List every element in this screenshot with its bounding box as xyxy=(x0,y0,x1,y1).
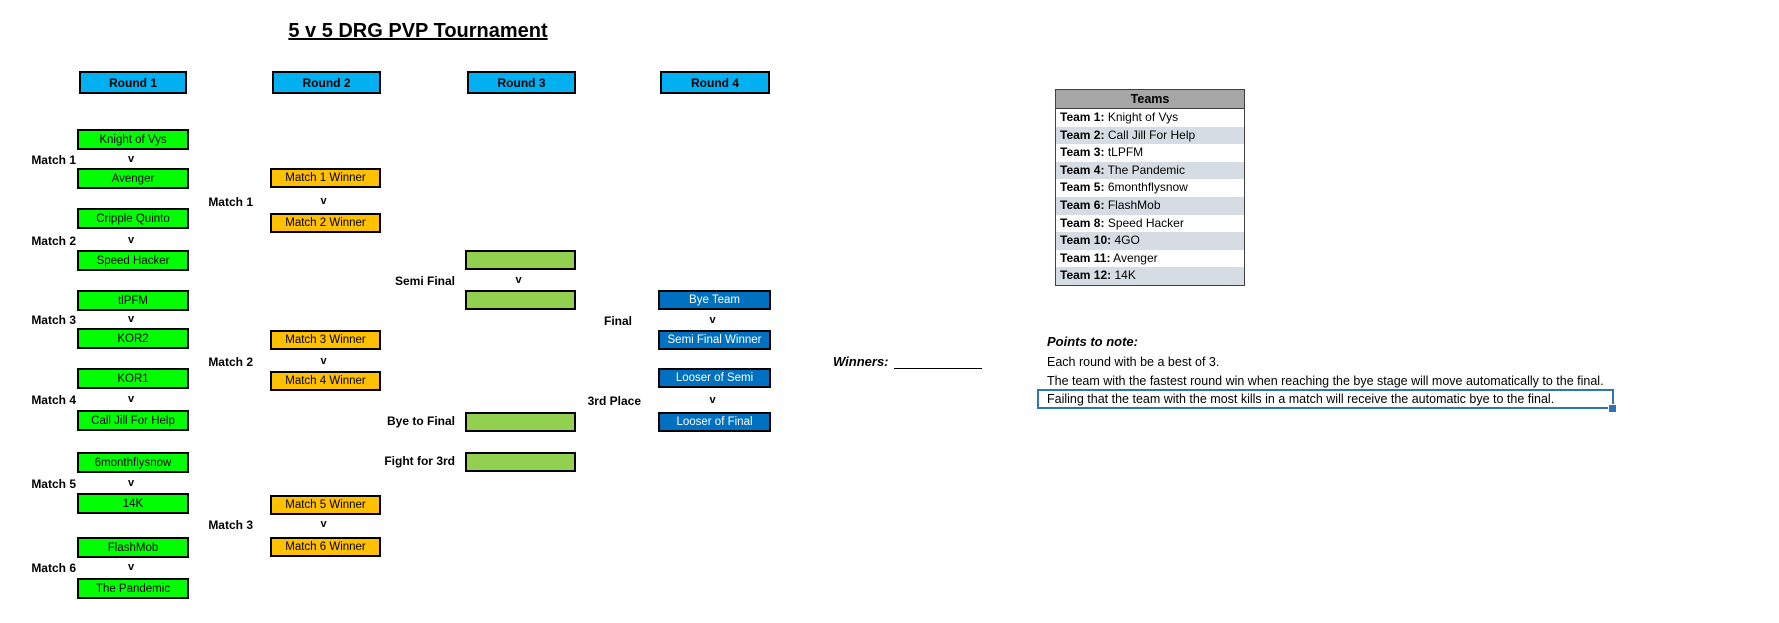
team-row-name: 6monthflysnow xyxy=(1107,180,1188,195)
third-place-label: 3rd Place xyxy=(587,394,641,408)
semi-final-label: Semi Final xyxy=(394,274,455,288)
team-row-name: 14K xyxy=(1114,268,1136,283)
r1-m5-team-top: 6monthflysnow xyxy=(77,452,189,473)
team-row-name: FlashMob xyxy=(1107,197,1161,212)
final-versus: v xyxy=(709,314,716,326)
fight-for-3rd-label: Fight for 3rd xyxy=(384,454,455,468)
r2-m2-winner-top: Match 3 Winner xyxy=(270,330,381,350)
r1-m4-team-bottom: Call Jill For Help xyxy=(77,410,189,431)
r2-m3-winner-bottom: Match 6 Winner xyxy=(270,537,381,557)
team-row-3: Team 3: tLPFM xyxy=(1056,144,1244,162)
round-2-header: Round 2 xyxy=(272,71,381,94)
r1-match2-label: Match 2 xyxy=(31,234,76,248)
team-row-5: Team 5: 6monthflysnow xyxy=(1056,179,1244,197)
r1-match3-label: Match 3 xyxy=(31,313,76,327)
team-row-name: 4GO xyxy=(1114,233,1140,248)
r1-match5-label: Match 5 xyxy=(31,477,76,491)
team-row-name: The Pandemic xyxy=(1107,162,1185,177)
bye-to-final-label: Bye to Final xyxy=(386,414,455,428)
r1-m3-team-top: tlPFM xyxy=(77,290,189,311)
team-row-1: Team 1: Knight of Vys xyxy=(1056,109,1244,127)
team-row-10: Team 10: 4GO xyxy=(1056,232,1244,250)
r1-match4-label: Match 4 xyxy=(31,393,76,407)
r1-m1-team-top: Knight of Vys xyxy=(77,129,189,150)
team-row-label: Team 11: xyxy=(1060,250,1111,265)
r2-match1-label: Match 1 xyxy=(208,195,253,209)
r1-m6-versus: v xyxy=(127,561,135,573)
selected-cell-outline[interactable] xyxy=(1037,389,1614,409)
semi-final-versus: v xyxy=(515,274,522,286)
third-looser-of-semi-box: Looser of Semi xyxy=(658,368,771,388)
r1-m4-team-top: KOR1 xyxy=(77,368,189,389)
teams-table: Teams Team 1: Knight of Vys Team 2: Call… xyxy=(1055,89,1245,286)
note-line-3: Failing that the team with the most kill… xyxy=(1047,392,1555,406)
third-looser-of-final-box: Looser of Final xyxy=(658,412,771,432)
r2-m1-winner-bottom: Match 2 Winner xyxy=(270,213,381,233)
bye-to-final-slot[interactable] xyxy=(465,412,576,432)
r2-match2-label: Match 2 xyxy=(208,355,253,369)
r1-m2-versus: v xyxy=(127,234,135,246)
r2-m3-winner-top: Match 5 Winner xyxy=(270,495,381,515)
page-title: 5 v 5 DRG PVP Tournament xyxy=(288,20,548,42)
semi-final-slot-top[interactable] xyxy=(465,250,576,270)
selection-fill-handle[interactable] xyxy=(1608,404,1617,413)
team-row-name: Speed Hacker xyxy=(1107,215,1184,230)
r1-m6-team-top: FlashMob xyxy=(77,537,189,558)
points-to-note-heading: Points to note: xyxy=(1047,334,1138,349)
team-row-name: tLPFM xyxy=(1107,145,1144,160)
final-semi-winner-box: Semi Final Winner xyxy=(658,330,771,350)
fight-for-3rd-slot[interactable] xyxy=(465,452,576,472)
final-label: Final xyxy=(603,314,632,328)
team-row-4: Team 4: The Pandemic xyxy=(1056,161,1244,180)
team-row-label: Team 3: xyxy=(1060,145,1105,160)
r2-m2-versus: v xyxy=(320,355,327,367)
winners-blank-line[interactable] xyxy=(894,368,982,369)
team-row-6: Team 6: FlashMob xyxy=(1056,196,1244,215)
r1-m4-versus: v xyxy=(127,393,135,405)
r1-match6-label: Match 6 xyxy=(31,561,76,575)
teams-table-header: Teams xyxy=(1056,90,1244,109)
r2-m2-winner-bottom: Match 4 Winner xyxy=(270,371,381,391)
team-row-8: Team 8: Speed Hacker xyxy=(1056,215,1244,233)
team-row-label: Team 5: xyxy=(1060,180,1105,195)
round-1-header: Round 1 xyxy=(79,71,187,94)
r2-m1-versus: v xyxy=(320,195,327,207)
round-4-header: Round 4 xyxy=(660,71,770,94)
r1-m5-versus: v xyxy=(127,477,135,489)
r1-m3-team-bottom: KOR2 xyxy=(77,328,189,349)
team-row-11: Team 11: Avenger xyxy=(1056,250,1244,268)
r2-m3-versus: v xyxy=(320,518,327,530)
team-row-label: Team 6: xyxy=(1060,197,1105,212)
team-row-label: Team 12: xyxy=(1060,268,1112,283)
r2-m1-winner-top: Match 1 Winner xyxy=(270,168,381,188)
team-row-label: Team 1: xyxy=(1060,110,1105,124)
r1-m6-team-bottom: The Pandemic xyxy=(77,578,189,599)
r1-m1-team-bottom: Avenger xyxy=(77,168,189,189)
team-row-label: Team 8: xyxy=(1060,215,1105,230)
note-line-2: The team with the fastest round win when… xyxy=(1047,374,1604,388)
r1-m1-versus: v xyxy=(127,153,135,165)
winners-label: Winners: xyxy=(833,354,889,369)
team-row-label: Team 2: xyxy=(1060,127,1105,142)
r1-m2-team-bottom: Speed Hacker xyxy=(77,250,189,271)
r1-match1-label: Match 1 xyxy=(31,153,76,167)
r2-match3-label: Match 3 xyxy=(208,518,253,532)
third-place-versus: v xyxy=(709,394,716,406)
team-row-name: Knight of Vys xyxy=(1107,110,1179,124)
team-row-2: Team 2: Call Jill For Help xyxy=(1056,126,1244,145)
team-row-label: Team 10: xyxy=(1060,233,1112,248)
note-line-1: Each round with be a best of 3. xyxy=(1047,355,1220,369)
team-row-label: Team 4: xyxy=(1060,162,1105,177)
r1-m3-versus: v xyxy=(127,313,135,325)
round-3-header: Round 3 xyxy=(467,71,576,94)
team-row-12: Team 12: 14K xyxy=(1056,267,1244,285)
final-bye-team-box: Bye Team xyxy=(658,290,771,310)
team-row-name: Call Jill For Help xyxy=(1107,127,1196,142)
semi-final-slot-bottom[interactable] xyxy=(465,290,576,310)
r1-m5-team-bottom: 14K xyxy=(77,493,189,514)
r1-m2-team-top: Cripple Quinto xyxy=(77,208,189,229)
team-row-name: Avenger xyxy=(1113,250,1158,265)
